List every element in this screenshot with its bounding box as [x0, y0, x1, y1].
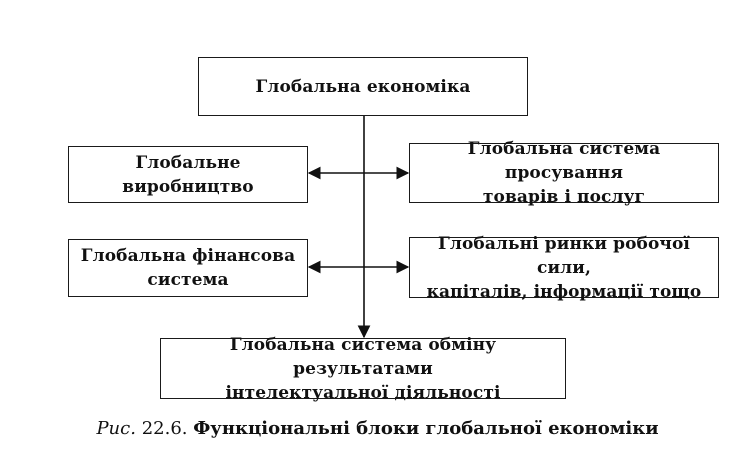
- box-global-markets: Глобальні ринки робочої сили, капіталів,…: [409, 234, 719, 302]
- caption-title: Функціональні блоки глобальної економіки: [193, 418, 659, 439]
- box-intellectual-exchange-label: Глобальна система обміну результатами ін…: [225, 334, 501, 403]
- box-global-promotion-system: Глобальна система просування товарів і п…: [409, 139, 719, 207]
- box-global-financial-system-label: Глобальна фінансова система: [80, 246, 296, 290]
- box-global-economy-label: Глобальна економіка: [255, 76, 471, 97]
- caption-number: 22.6.: [141, 418, 188, 439]
- box-global-promotion-system-label: Глобальна система просування товарів і п…: [467, 139, 661, 207]
- box-intellectual-exchange: Глобальна система обміну результатами ін…: [160, 335, 566, 403]
- box-global-financial-system: Глобальна фінансова система: [68, 239, 308, 297]
- figure-caption: Рис. 22.6. Функціональні блоки глобально…: [0, 417, 755, 441]
- box-global-markets-label: Глобальні ринки робочої сили, капіталів,…: [426, 233, 702, 302]
- caption-prefix: Рис.: [96, 418, 136, 439]
- box-global-production-label: Глобальне виробництво: [122, 152, 254, 197]
- box-global-production: Глобальне виробництво: [68, 146, 308, 203]
- box-global-economy: Глобальна економіка: [198, 57, 528, 116]
